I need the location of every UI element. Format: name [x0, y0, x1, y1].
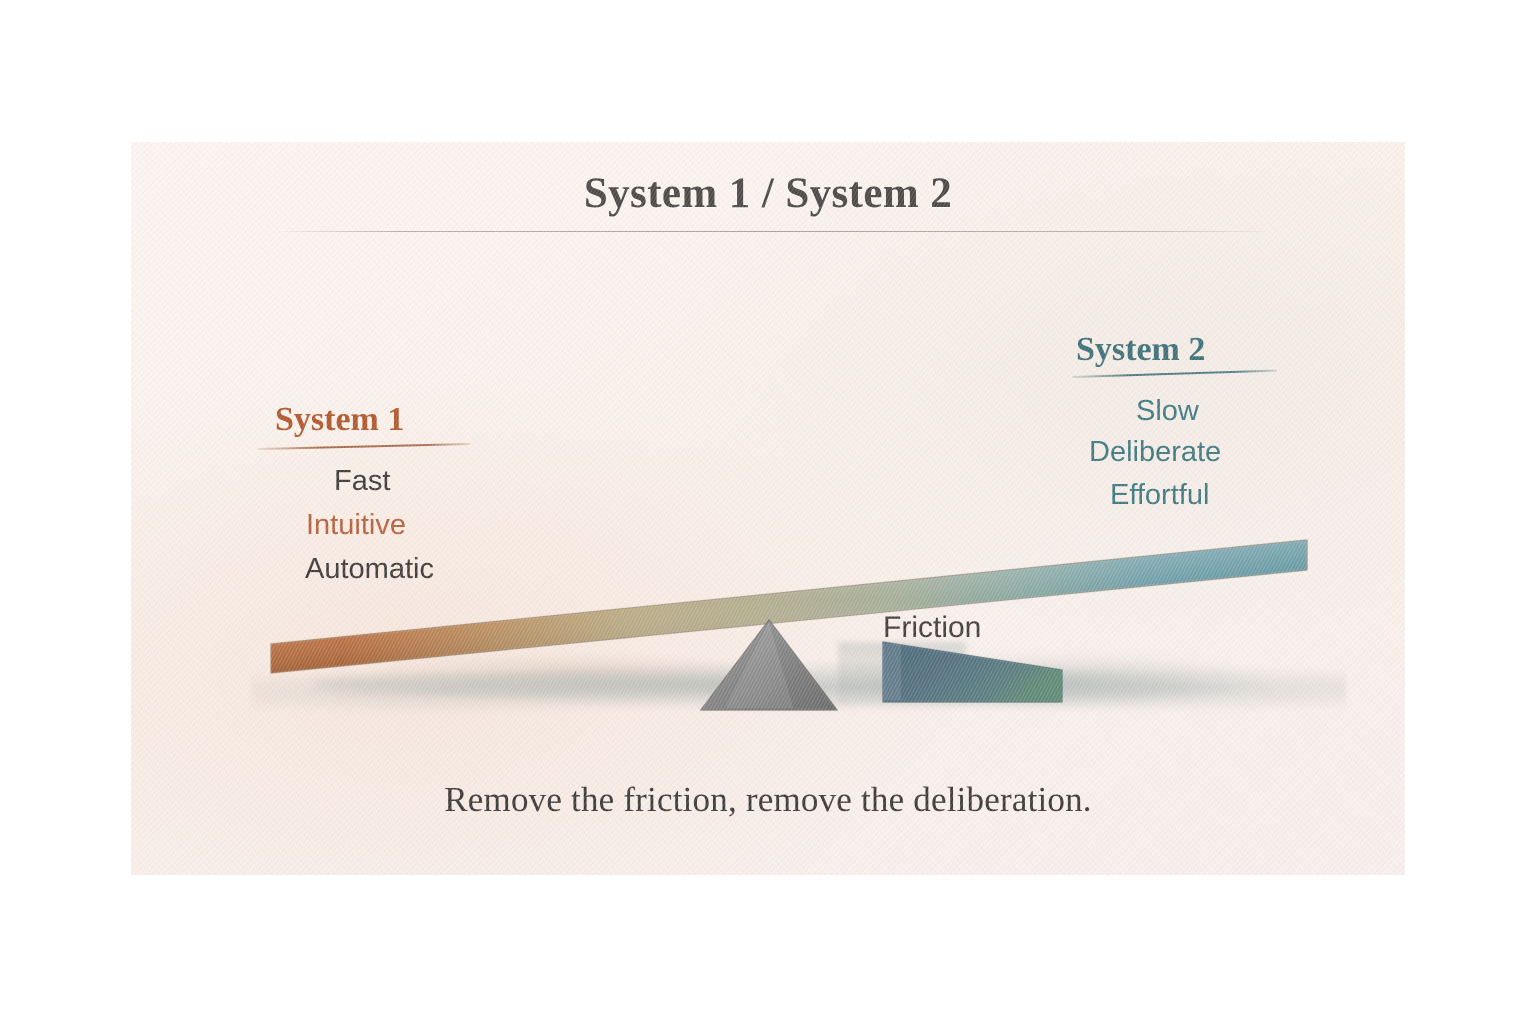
system-1-attribute-automatic: Automatic — [305, 553, 434, 585]
system-2-attribute-effortful: Effortful — [1110, 479, 1210, 511]
system-2-attribute-deliberate: Deliberate — [1089, 436, 1222, 468]
caption-text: Remove the friction, remove the delibera… — [444, 780, 1092, 819]
title-divider — [279, 231, 1265, 232]
page-title: System 1 / System 2 — [583, 170, 953, 217]
system-2-heading: System 2 — [1076, 331, 1206, 368]
system-2-attribute-slow: Slow — [1136, 395, 1199, 427]
illustration-canvas: System 1 / System 2 — [131, 142, 1405, 875]
lever-plank — [270, 539, 1308, 674]
friction-label: Friction — [883, 611, 982, 644]
fulcrum — [699, 618, 839, 711]
system-1-heading: System 1 — [275, 401, 405, 438]
friction-block — [882, 641, 1063, 703]
seesaw-diagram — [270, 539, 1308, 711]
system-1-attribute-fast: Fast — [334, 465, 391, 497]
system-1-attribute-intuitive: Intuitive — [306, 509, 406, 541]
plank-shadow — [311, 673, 791, 695]
